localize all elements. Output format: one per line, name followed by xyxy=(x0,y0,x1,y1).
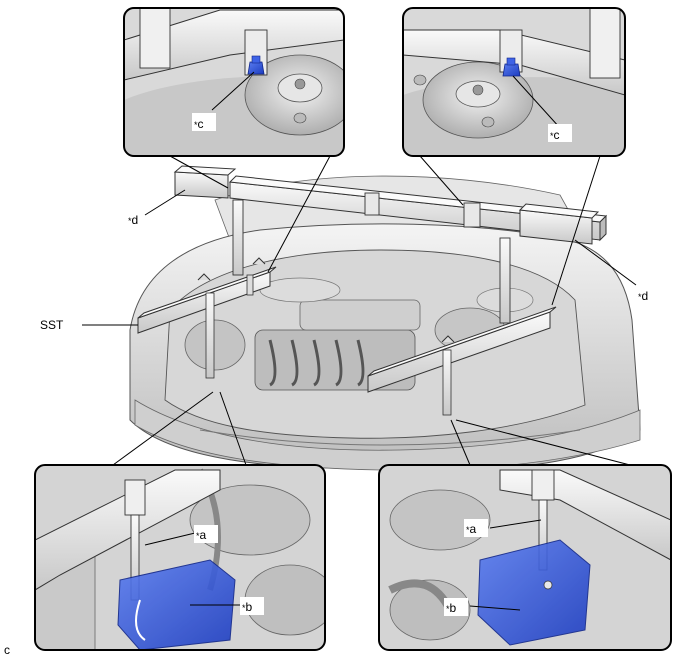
star-mark: * xyxy=(128,216,132,226)
star-mark: * xyxy=(446,604,450,614)
highlight-bracket-bottom-left xyxy=(117,559,236,650)
label-sst: SST xyxy=(40,318,64,332)
highlight-bolt-top-left xyxy=(247,61,265,75)
corner-label: c xyxy=(4,643,10,657)
detail-top-left: *c xyxy=(123,7,345,157)
label-c-top-left: c xyxy=(198,117,204,131)
svg-text:*d: *d xyxy=(128,213,138,227)
svg-text:*a: *a xyxy=(196,528,207,542)
label-c-top-right: c xyxy=(554,128,560,142)
callout-lines xyxy=(112,155,631,466)
star-mark: * xyxy=(638,292,642,302)
svg-text:*b: *b xyxy=(446,601,457,615)
label-d-left: d xyxy=(132,213,139,227)
svg-text:*a: *a xyxy=(466,522,477,536)
engine-manifold xyxy=(184,277,534,391)
svg-text:*c: *c xyxy=(194,117,204,131)
star-mark: * xyxy=(196,531,200,541)
label-d-right: d xyxy=(642,289,649,303)
star-mark: * xyxy=(466,525,470,535)
svg-text:*d: *d xyxy=(638,289,648,303)
highlight-bracket-bottom-right xyxy=(477,539,591,646)
label-b-bottom-left: b xyxy=(246,600,253,614)
detail-top-right: *c xyxy=(402,7,626,157)
highlight-bolt-top-right xyxy=(502,63,521,77)
label-a-bottom-right: a xyxy=(470,522,477,536)
sst-engine-support-frame xyxy=(137,165,608,416)
star-mark: * xyxy=(242,603,246,613)
star-mark: * xyxy=(194,120,198,130)
detail-bottom-left: *a *b xyxy=(34,464,326,651)
label-a-bottom-left: a xyxy=(200,528,207,542)
label-b-bottom-right: b xyxy=(450,601,457,615)
star-mark: * xyxy=(550,131,554,141)
svg-text:*c: *c xyxy=(550,128,560,142)
main-view-labels: *d *d SST c xyxy=(4,189,648,657)
detail-bottom-right: *a *b xyxy=(378,464,672,651)
svg-text:*b: *b xyxy=(242,600,253,614)
